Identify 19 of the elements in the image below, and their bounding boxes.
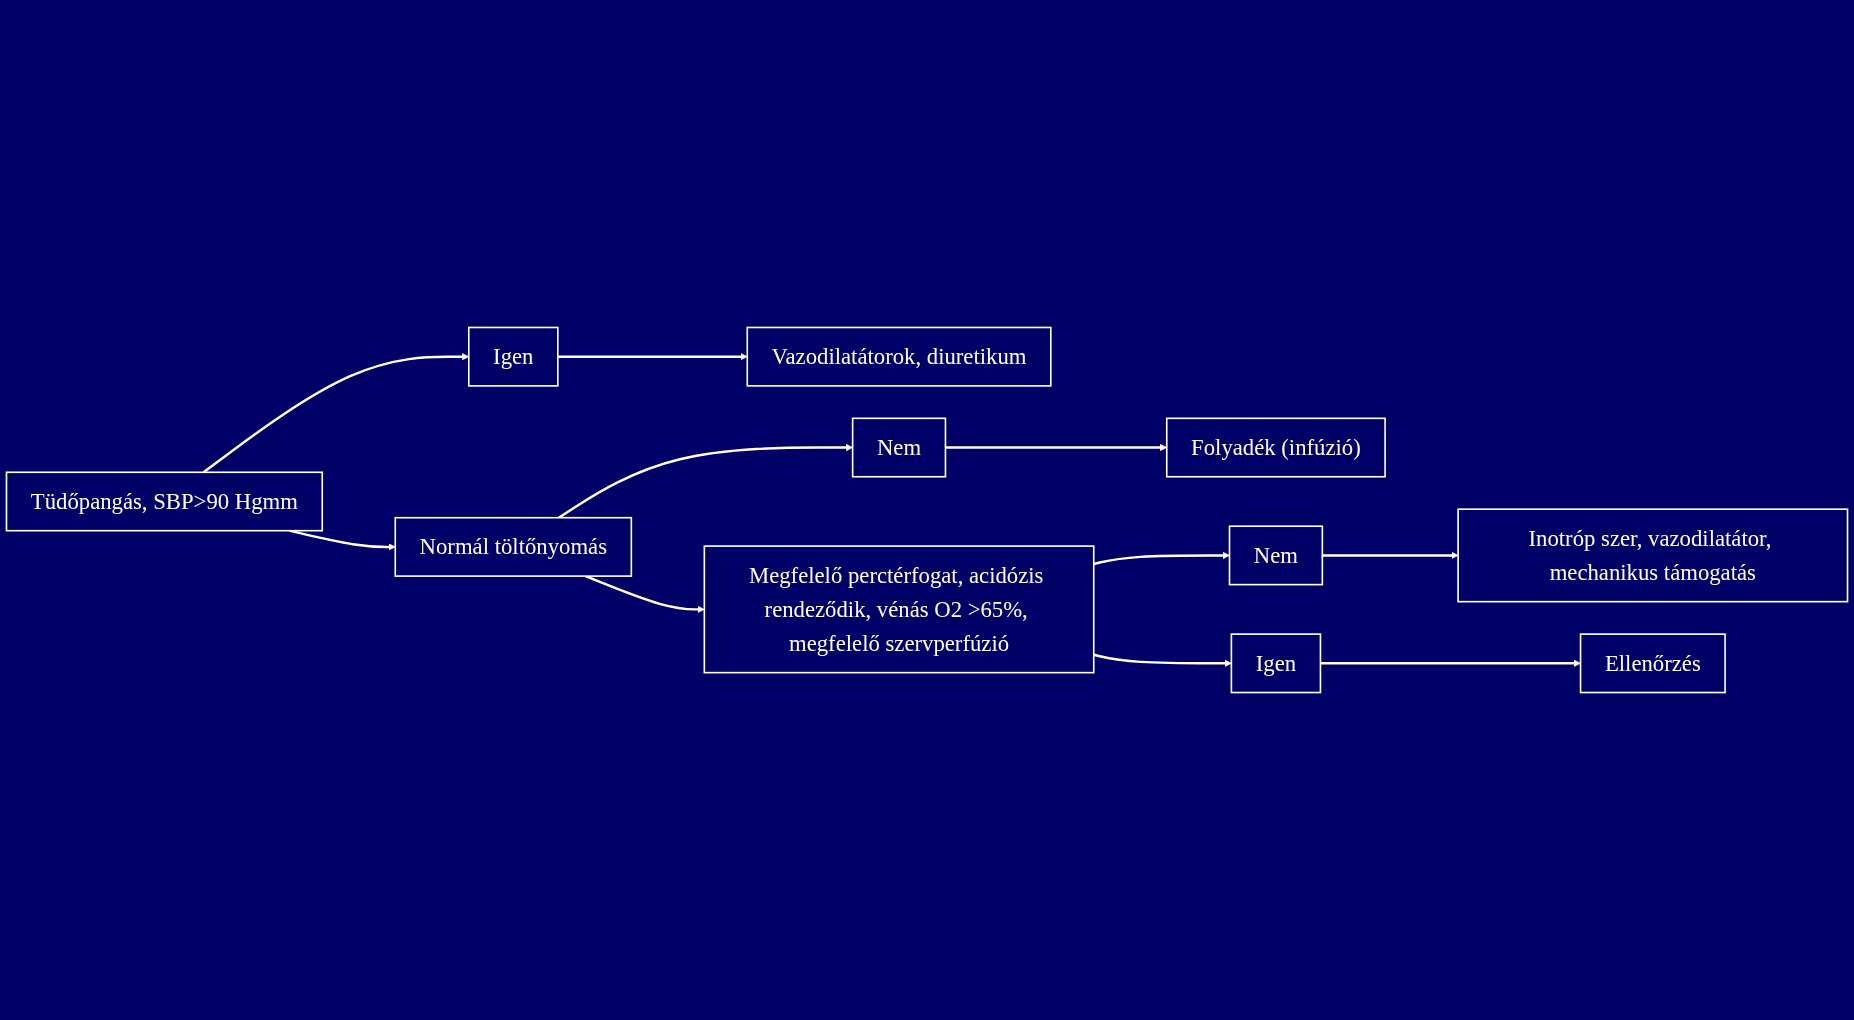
node-box: Nem (851, 417, 947, 478)
node-box: Inotróp szer, vazodilatátor, mechanikus támogatás (1457, 508, 1849, 603)
node-box: Normál töltőnyomás (394, 516, 633, 577)
arrow (1093, 653, 1232, 667)
node-box: Nem (1228, 525, 1324, 586)
arrow (1322, 551, 1459, 559)
arrow (1320, 659, 1581, 667)
arrow (1093, 551, 1230, 566)
node-box: Vazodilatátorok, diuretikum (746, 326, 1052, 387)
arrow (557, 353, 748, 361)
node-box: Tüdőpangás, SBP>90 Hgmm (5, 471, 324, 532)
arrow (289, 529, 396, 551)
node-box: Igen (1230, 633, 1322, 694)
arrow (585, 575, 705, 613)
node-box: Folyadék (infúzió) (1165, 417, 1386, 478)
node-box: Megfelelő perctérfogat, acidózis rendeződik, vénás O2 >65%, megfelelő szervperfúzió (703, 545, 1095, 674)
node-box: Igen (467, 326, 559, 387)
node-box: Ellenőrzés (1579, 633, 1726, 694)
arrow (558, 443, 853, 519)
